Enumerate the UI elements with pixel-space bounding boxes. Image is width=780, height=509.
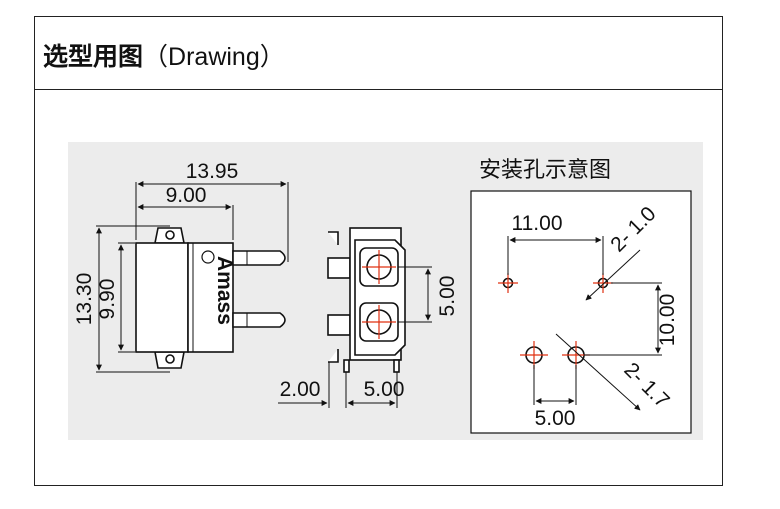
dim-body-height: 9.90 xyxy=(96,279,119,320)
dim-vertical-spacing: 10.00 xyxy=(656,294,679,347)
dim-body-width: 9.00 xyxy=(166,184,207,207)
side-view xyxy=(96,181,289,373)
page-title: 选型用图（Drawing） xyxy=(43,37,285,73)
side-pin-bottom xyxy=(232,312,286,328)
install-diagram-frame xyxy=(470,190,692,434)
title-paren-close: ） xyxy=(259,43,285,71)
dim-bottom-spacing: 5.00 xyxy=(535,407,576,430)
front-view xyxy=(278,227,432,408)
brand-label: Amass xyxy=(213,256,236,325)
dim-offset-right: 5.00 xyxy=(364,378,405,401)
panel-header: 选型用图（Drawing） xyxy=(35,17,722,90)
install-diagram-title: 安装孔示意图 xyxy=(479,158,611,183)
side-body xyxy=(135,242,189,353)
front-pin-bottom xyxy=(327,314,351,336)
dim-overall-width: 13.95 xyxy=(186,160,239,183)
title-english: Drawing xyxy=(168,43,260,71)
dim-pin-pitch: 5.00 xyxy=(436,276,459,317)
dim-overall-height: 13.30 xyxy=(73,273,96,326)
title-paren-open: （ xyxy=(143,43,169,71)
side-pin-top xyxy=(232,250,286,266)
install-hole-diagram xyxy=(470,190,692,434)
registered-mark-icon xyxy=(201,250,215,264)
title-chinese: 选型用图 xyxy=(43,42,144,71)
front-pin-top xyxy=(327,257,351,279)
dim-top-spacing: 11.00 xyxy=(512,212,563,235)
dim-offset-left: 2.00 xyxy=(280,378,321,401)
